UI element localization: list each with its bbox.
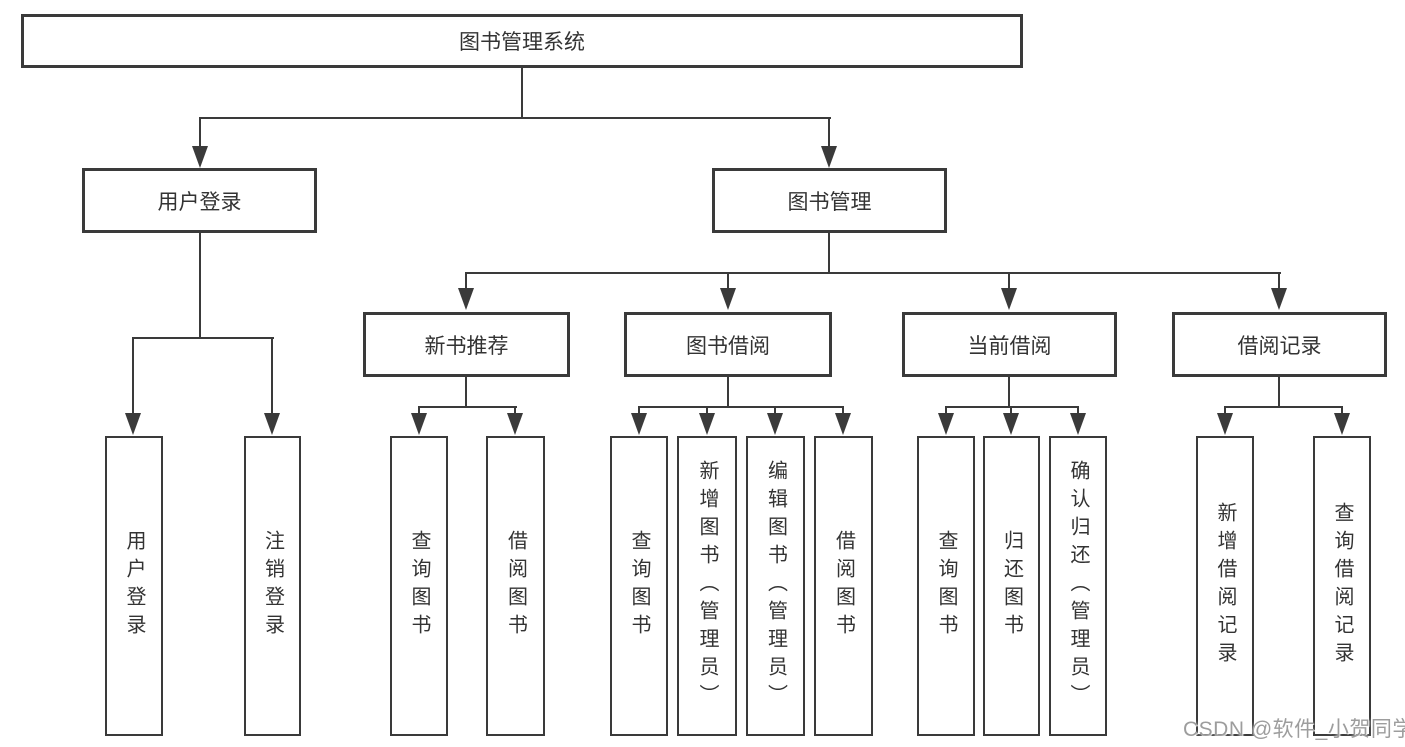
leaf-label: 新增借阅记录: [1214, 502, 1236, 670]
arrowhead-down-icon: [631, 413, 647, 435]
connector-line: [828, 117, 830, 148]
leaf-label: 确认归还（管理员）: [1067, 460, 1089, 712]
connector-line: [828, 233, 830, 274]
arrowhead-down-icon: [938, 413, 954, 435]
connector-line: [1008, 377, 1010, 408]
connector-line: [774, 406, 776, 416]
connector-line: [199, 117, 831, 119]
leaf-add-borrow-record: 新增借阅记录: [1196, 436, 1254, 736]
connector-line: [521, 68, 523, 119]
arrowhead-down-icon: [1334, 413, 1350, 435]
connector-line: [465, 272, 1281, 274]
connector-line: [1224, 406, 1226, 416]
arrowhead-down-icon: [720, 288, 736, 310]
arrowhead-down-icon: [458, 288, 474, 310]
connector-line: [1077, 406, 1079, 416]
connector-line: [638, 406, 640, 416]
connector-line: [706, 406, 708, 416]
arrowhead-down-icon: [192, 146, 208, 168]
arrowhead-down-icon: [835, 413, 851, 435]
leaf-label: 查询图书: [935, 530, 957, 642]
connector-line: [514, 406, 516, 416]
arrowhead-down-icon: [1003, 413, 1019, 435]
node-label: 新书推荐: [424, 334, 509, 358]
connector-line: [132, 337, 134, 415]
connector-line: [199, 117, 201, 148]
connector-line: [945, 406, 1079, 408]
connector-line: [1008, 272, 1010, 290]
leaf-label: 用户登录: [123, 530, 145, 642]
arrowhead-down-icon: [821, 146, 837, 168]
node-label: 图书管理: [787, 190, 872, 214]
node-user-login: 用户登录: [82, 168, 317, 233]
connector-line: [1341, 406, 1343, 416]
connector-line: [271, 337, 273, 415]
leaf-query-borrow-record: 查询借阅记录: [1313, 436, 1371, 736]
arrowhead-down-icon: [1070, 413, 1086, 435]
arrowhead-down-icon: [125, 413, 141, 435]
connector-line: [1278, 272, 1280, 290]
connector-line: [132, 337, 274, 339]
connector-line: [842, 406, 844, 416]
arrowhead-down-icon: [411, 413, 427, 435]
node-current-borrowing: 当前借阅: [902, 312, 1117, 377]
leaf-label: 借阅图书: [504, 530, 527, 642]
connector-line: [727, 272, 729, 290]
leaf-label: 查询借阅记录: [1331, 502, 1353, 670]
connector-line: [727, 377, 729, 408]
leaf-return-books: 归还图书: [983, 436, 1040, 736]
node-label: 图书管理系统: [459, 31, 585, 54]
leaf-label: 注销登录: [261, 530, 284, 642]
arrowhead-down-icon: [1001, 288, 1017, 310]
connector-line: [638, 406, 844, 408]
leaf-user-login: 用户登录: [105, 436, 163, 736]
leaf-borrow-books-recommend: 借阅图书: [486, 436, 545, 736]
connector-line: [945, 406, 947, 416]
leaf-query-books-recommend: 查询图书: [390, 436, 448, 736]
arrowhead-down-icon: [507, 413, 523, 435]
connector-line: [1224, 406, 1343, 408]
node-book-borrowing: 图书借阅: [624, 312, 832, 377]
csdn-watermark: CSDN @软件_小贺同学: [1183, 718, 1405, 741]
arrowhead-down-icon: [699, 413, 715, 435]
connector-line: [1010, 406, 1012, 416]
connector-line: [465, 272, 467, 290]
leaf-label: 归还图书: [1000, 530, 1023, 642]
leaf-confirm-return-admin: 确认归还（管理员）: [1049, 436, 1107, 736]
connector-line: [1278, 377, 1280, 408]
leaf-label: 查询图书: [408, 530, 430, 642]
node-label: 用户登录: [157, 190, 242, 214]
leaf-query-books-current: 查询图书: [917, 436, 975, 736]
connector-line: [465, 377, 467, 408]
arrowhead-down-icon: [1271, 288, 1287, 310]
node-label: 图书借阅: [686, 334, 770, 358]
leaf-label: 查询图书: [628, 530, 650, 642]
leaf-label: 编辑图书（管理员）: [764, 460, 787, 712]
node-new-book-recommendation: 新书推荐: [363, 312, 570, 377]
leaf-add-books-admin: 新增图书（管理员）: [677, 436, 737, 736]
leaf-edit-books-admin: 编辑图书（管理员）: [746, 436, 805, 736]
node-library-management-system: 图书管理系统: [21, 14, 1023, 68]
connector-line: [199, 233, 201, 339]
connector-line: [418, 406, 420, 416]
arrowhead-down-icon: [767, 413, 783, 435]
node-book-management: 图书管理: [712, 168, 947, 233]
node-label: 当前借阅: [967, 334, 1052, 358]
arrowhead-down-icon: [264, 413, 280, 435]
leaf-borrow-books-borrowing: 借阅图书: [814, 436, 873, 736]
leaf-label: 新增图书（管理员）: [696, 460, 718, 712]
node-label: 借阅记录: [1237, 334, 1322, 358]
leaf-label: 借阅图书: [832, 530, 855, 642]
node-borrowing-records: 借阅记录: [1172, 312, 1387, 377]
arrowhead-down-icon: [1217, 413, 1233, 435]
connector-line: [418, 406, 517, 408]
leaf-query-books-borrowing: 查询图书: [610, 436, 668, 736]
leaf-logout: 注销登录: [244, 436, 301, 736]
